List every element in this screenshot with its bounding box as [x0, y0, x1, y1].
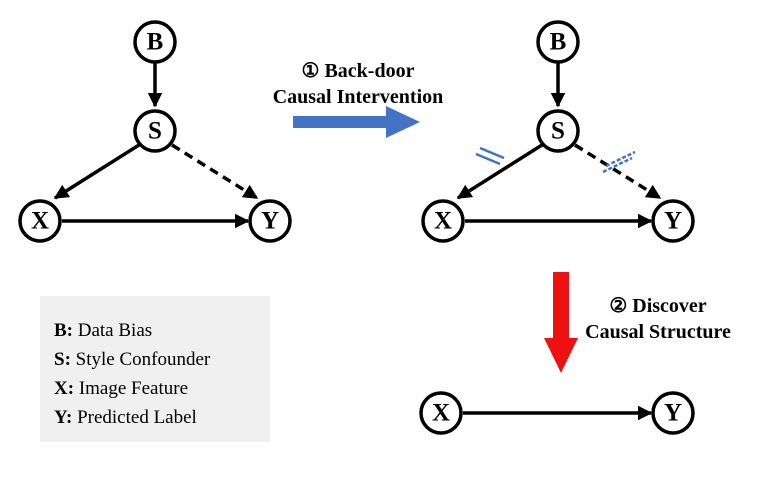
node-x-label: X — [31, 208, 49, 235]
legend-key: Y: — [54, 407, 73, 428]
legend-item-s: S: Style Confounder — [54, 345, 270, 374]
node-b-intervened-label: B — [550, 29, 567, 56]
node-s-intervened-label: S — [551, 118, 565, 145]
legend-key: B: — [54, 320, 73, 341]
node-y-intervened: Y — [651, 199, 695, 243]
node-b-intervened: B — [536, 20, 580, 64]
legend-key: S: — [54, 349, 71, 370]
discover-step: ② Discover Causal Structure — [544, 272, 731, 373]
intervention-arrow — [293, 106, 420, 138]
intervention-step: ① Back-door Causal Intervention — [273, 60, 444, 138]
node-x-final-label: X — [432, 400, 450, 427]
legend-text: Predicted Label — [77, 407, 197, 428]
edge-s-to-y-dashed-intervened — [574, 143, 662, 200]
final-graph: X Y — [419, 391, 695, 435]
edge-s-to-y-dashed — [171, 143, 259, 200]
intervention-label-line2: Causal Intervention — [273, 86, 444, 108]
node-s: S — [133, 109, 177, 153]
original-graph: B S X Y — [18, 20, 292, 243]
node-y-final: Y — [651, 391, 695, 435]
legend-item-y: Y: Predicted Label — [54, 403, 270, 432]
discover-label-line2: Causal Structure — [585, 321, 731, 343]
node-s-label: S — [148, 118, 162, 145]
node-x-intervened-label: X — [434, 208, 452, 235]
legend-text: Style Confounder — [75, 349, 211, 370]
legend-item-x: X: Image Feature — [54, 374, 270, 403]
discover-label-line1: ② Discover — [609, 295, 706, 317]
node-x: X — [18, 199, 62, 243]
node-y-label: Y — [261, 208, 279, 235]
node-b: B — [133, 20, 177, 64]
node-s-intervened: S — [536, 109, 580, 153]
node-x-final: X — [419, 391, 463, 435]
legend-key: X: — [54, 378, 75, 399]
node-y-intervened-label: Y — [664, 208, 682, 235]
legend-text: Data Bias — [77, 320, 153, 341]
node-y: Y — [248, 199, 292, 243]
intervened-graph: B S X Y — [421, 20, 695, 243]
cut-mark-s-x — [475, 146, 505, 166]
node-x-intervened: X — [421, 199, 465, 243]
node-y-final-label: Y — [664, 400, 682, 427]
intervention-label-line1: ① Back-door — [302, 60, 415, 82]
node-b-label: B — [147, 29, 164, 56]
legend-text: Image Feature — [78, 378, 189, 399]
edge-s-to-x — [53, 143, 140, 200]
discover-arrow — [544, 272, 578, 373]
legend-item-b: B: Data Bias — [54, 316, 270, 345]
legend: B: Data Bias S: Style Confounder X: Imag… — [40, 296, 270, 442]
cut-mark-s-y — [602, 150, 636, 174]
edge-s-to-x-intervened — [456, 143, 543, 200]
